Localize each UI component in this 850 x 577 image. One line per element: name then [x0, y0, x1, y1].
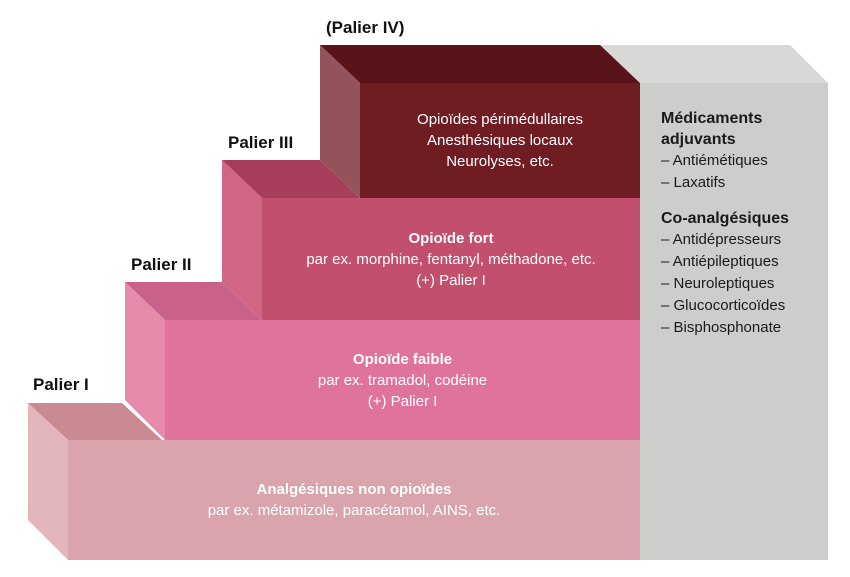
step2-label: Palier II	[131, 255, 192, 274]
coanalgesics-item: – Glucocorticoïdes	[661, 297, 786, 314]
step2-top	[125, 282, 262, 320]
step4-label: (Palier IV)	[326, 18, 405, 37]
adjuvants-title-line-2: adjuvants	[661, 131, 736, 148]
coanalgesics-title: Co-analgésiques	[661, 210, 790, 227]
coanalgesics-item: – Neuroleptiques	[661, 275, 775, 292]
step2-examples: par ex. tramadol, codéine	[317, 371, 488, 389]
adjuvants-item: – Antiémétiques	[661, 152, 768, 169]
step1-title: Analgésiques non opioïdes	[256, 481, 452, 498]
step3-top	[222, 160, 360, 198]
step1-top	[28, 403, 162, 440]
step4-line-2: Anesthésiques locaux	[427, 132, 573, 149]
step3-combination: (+) Palier I	[416, 271, 486, 289]
step1-examples: par ex. métamizole, paracétamol, AINS, e…	[207, 502, 501, 519]
step2-front	[165, 320, 640, 440]
adjuvants-title-line-1: Médicaments	[661, 110, 763, 127]
step3-label: Palier III	[228, 133, 294, 152]
step2-left	[125, 282, 165, 440]
step4-line-3: Neurolyses, etc.	[446, 153, 554, 170]
step3-left	[222, 160, 262, 320]
coanalgesics-item: – Antidépresseurs	[661, 231, 782, 248]
step1-text: Analgésiques non opioïdes par ex. métami…	[68, 440, 640, 560]
coanalgesics-item: – Antiépileptiques	[661, 253, 779, 270]
step4-front	[360, 83, 640, 198]
step2-text: Opioïde faible par ex. tramadol, codéine…	[165, 320, 640, 440]
step2-combination: (+) Palier I	[367, 392, 438, 410]
step3-front	[262, 198, 640, 320]
step4-top	[320, 45, 640, 83]
side-panel-text: Médicaments adjuvants – Antiémétiques – …	[661, 108, 831, 339]
coanalgesics-item: – Bisphosphonate	[661, 319, 782, 336]
step1-label: Palier I	[33, 375, 89, 394]
step1-front	[68, 440, 640, 560]
step3-title: Opioïde fort	[408, 229, 494, 247]
step4-text: Opioïdes périmédullaires Anesthésiques l…	[360, 83, 640, 198]
step3-text: Opioïde fort par ex. morphine, fentanyl,…	[262, 198, 640, 320]
step4-left	[320, 45, 360, 198]
step3-examples: par ex. morphine, fentanyl, méthadone, e…	[306, 250, 596, 268]
step2-title: Opioïde faible	[352, 350, 453, 368]
step4-line-1: Opioïdes périmédullaires	[417, 111, 583, 128]
side-panel-top	[600, 45, 828, 83]
side-panel-front	[640, 83, 828, 560]
step1-left	[28, 403, 68, 560]
adjuvants-item: – Laxatifs	[661, 174, 726, 191]
